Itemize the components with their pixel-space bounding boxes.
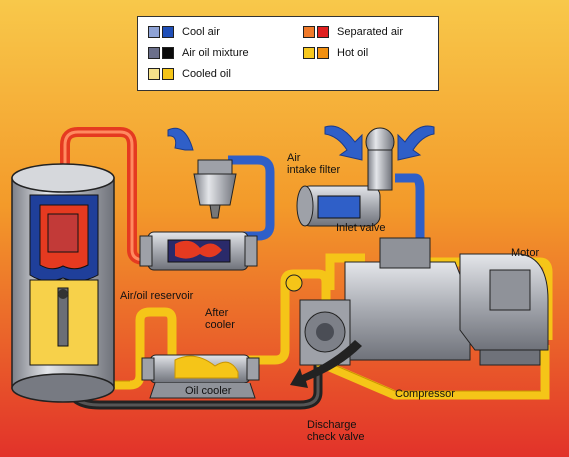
legend-label: Cool air — [182, 26, 220, 38]
legend-swatch — [162, 26, 174, 38]
discharge-flow-arrow — [290, 340, 362, 388]
legend-label: Air oil mixture — [182, 47, 249, 59]
legend-swatch — [162, 47, 174, 59]
label-air-oil-reservoir: Air/oil reservoir — [120, 290, 194, 302]
legend-swatch — [148, 47, 160, 59]
legend-swatch — [148, 68, 160, 80]
label-motor: Motor — [511, 247, 540, 259]
separated-air-pipe-highlight — [63, 130, 160, 262]
air-oil-reservoir — [11, 163, 115, 403]
air-intake-filter — [296, 127, 395, 227]
legend-label: Separated air — [337, 26, 404, 38]
legend-swatch — [148, 26, 160, 38]
legend-swatch — [162, 68, 174, 80]
label-oil-cooler: Oil cooler — [185, 385, 232, 397]
compressor-assembly — [299, 237, 549, 366]
legend-label: Hot oil — [337, 47, 369, 59]
legend: Cool air Air oil mixture Cooled oil Sepa… — [137, 16, 439, 91]
inlet-pipe — [395, 173, 425, 250]
legend-label: Cooled oil — [182, 68, 231, 80]
air-flow-arrows — [167, 125, 435, 161]
oil-separator — [139, 231, 258, 271]
legend-item-hot-oil: Hot oil — [303, 46, 368, 60]
label-compressor: Compressor — [395, 388, 455, 400]
legend-swatch — [317, 47, 329, 59]
legend-item-cool-air: Cool air — [148, 25, 220, 39]
separator-filter — [193, 159, 237, 219]
legend-swatch — [317, 26, 329, 38]
legend-item-cooled-oil: Cooled oil — [148, 67, 231, 81]
legend-item-separated-air: Separated air — [303, 25, 403, 39]
label-after-cooler: After cooler — [205, 307, 235, 331]
label-inlet-valve: Inlet valve — [336, 222, 386, 234]
legend-swatch — [303, 26, 315, 38]
cool-air-pipe — [228, 155, 275, 241]
after-cooler — [285, 274, 303, 292]
oil-cooler — [141, 354, 260, 399]
label-air-intake-filter: Air intake filter — [287, 152, 341, 176]
legend-swatch — [303, 47, 315, 59]
label-discharge-check-valve: Discharge check valve — [307, 419, 365, 443]
legend-item-air-oil-mixture: Air oil mixture — [148, 46, 249, 60]
hot-oil-pipes — [95, 253, 553, 400]
